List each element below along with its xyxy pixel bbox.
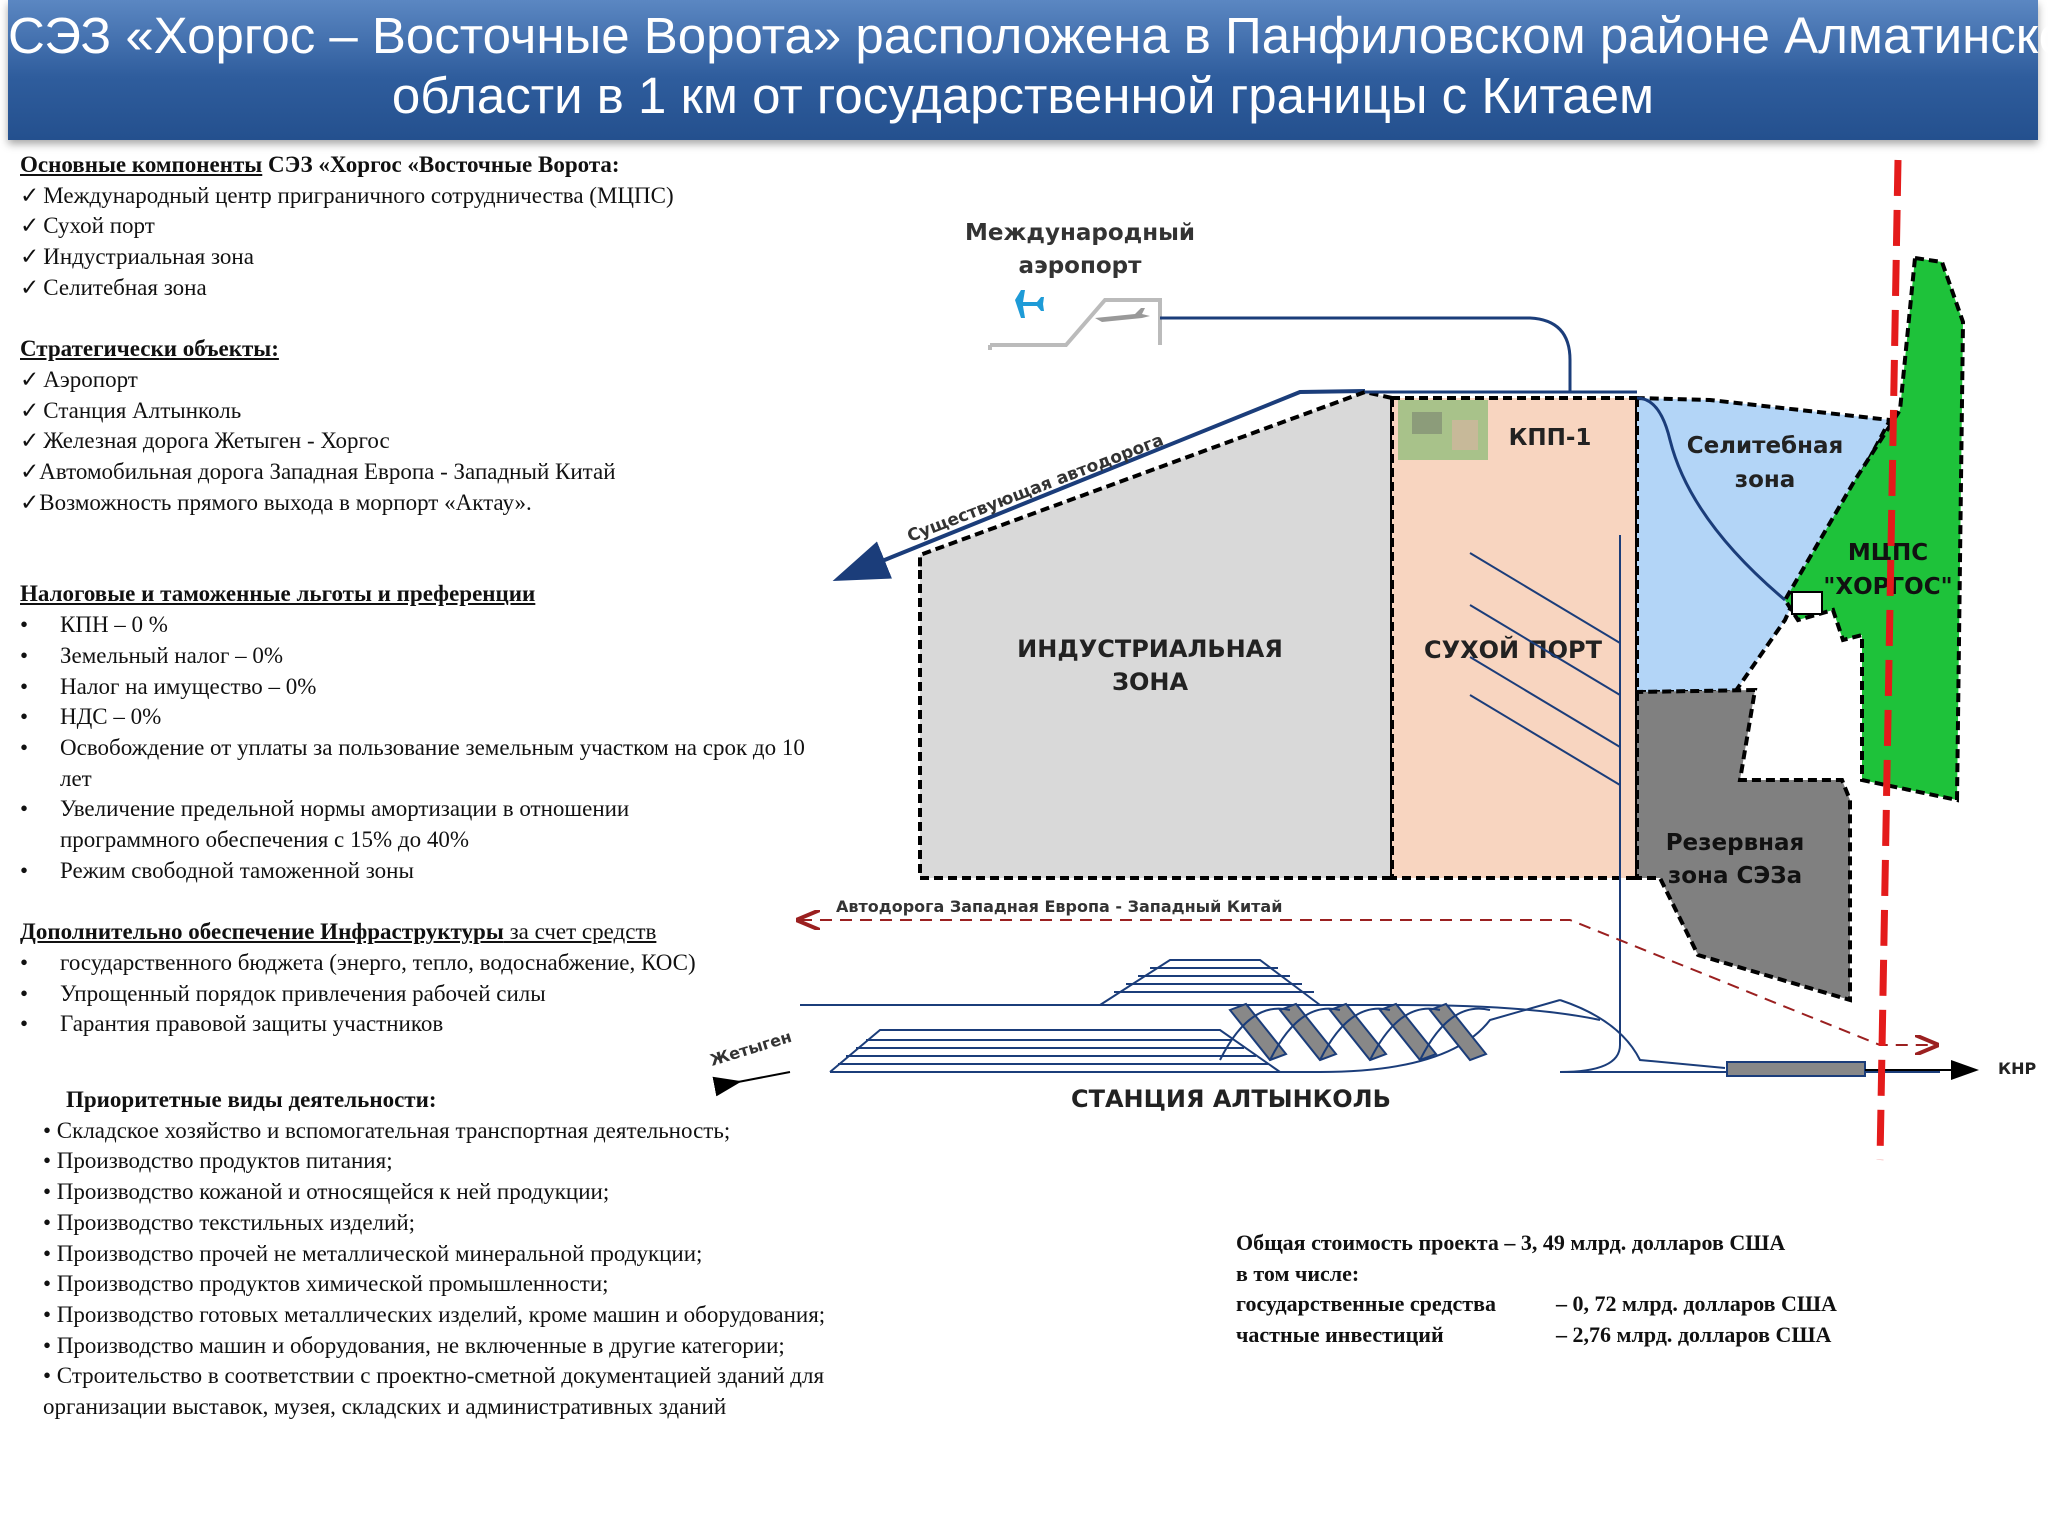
dry-port-label: СУХОЙ ПОРТ — [1424, 635, 1603, 664]
border-crossing-building — [1727, 1062, 1865, 1076]
china-label: КНР — [1998, 1059, 2036, 1078]
zhetygen-label: Жетыген — [708, 1027, 794, 1070]
station-label: СТАНЦИЯ АЛТЫНКОЛЬ — [1071, 1085, 1391, 1113]
airport-label-2: аэропорт — [1019, 253, 1143, 279]
industrial-zone-label-2: ЗОНА — [1112, 668, 1189, 696]
industrial-zone-label: ИНДУСТРИАЛЬНАЯ — [1017, 635, 1283, 663]
reserve-label: Резервная — [1666, 830, 1805, 856]
rail-to-zhetygen — [738, 1072, 790, 1082]
airport-icon — [990, 290, 1160, 350]
airport-label: Международный — [965, 220, 1195, 246]
airport-connector-road — [1160, 318, 1570, 392]
residential-label: Селитебная — [1687, 433, 1844, 459]
highway-label: Автодорога Западная Европа - Западный Ки… — [836, 897, 1282, 916]
kpp-label: КПП-1 — [1509, 425, 1592, 451]
reserve-label-2: зона СЭЗа — [1668, 863, 1802, 889]
residential-label-2: зона — [1735, 467, 1796, 493]
mcps-block — [1792, 592, 1822, 614]
